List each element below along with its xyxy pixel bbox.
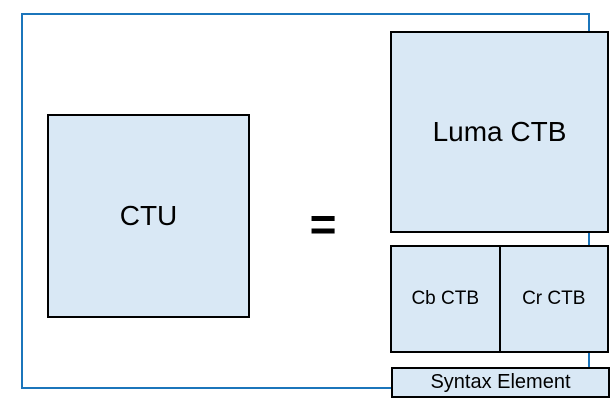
luma-ctb-label: Luma CTB [432,116,567,147]
ctu-box: CTU [47,114,250,318]
cr-ctb-label: Cr CTB [522,288,586,309]
chroma-ctb-row: Cb CTB Cr CTB [390,245,609,353]
equals-operator: = [309,198,337,250]
cr-ctb-box: Cr CTB [499,245,609,353]
syntax-element-label: Syntax Element [430,371,571,393]
cb-ctb-label: Cb CTB [411,288,480,309]
ctu-label: CTU [119,200,178,231]
diagram-frame: CTU = Luma CTB Cb CTB Cr CTB Syntax Elem… [21,13,610,398]
cb-ctb-box: Cb CTB [390,245,500,353]
luma-ctb-box: Luma CTB [390,31,609,233]
syntax-element-box: Syntax Element [391,367,610,398]
